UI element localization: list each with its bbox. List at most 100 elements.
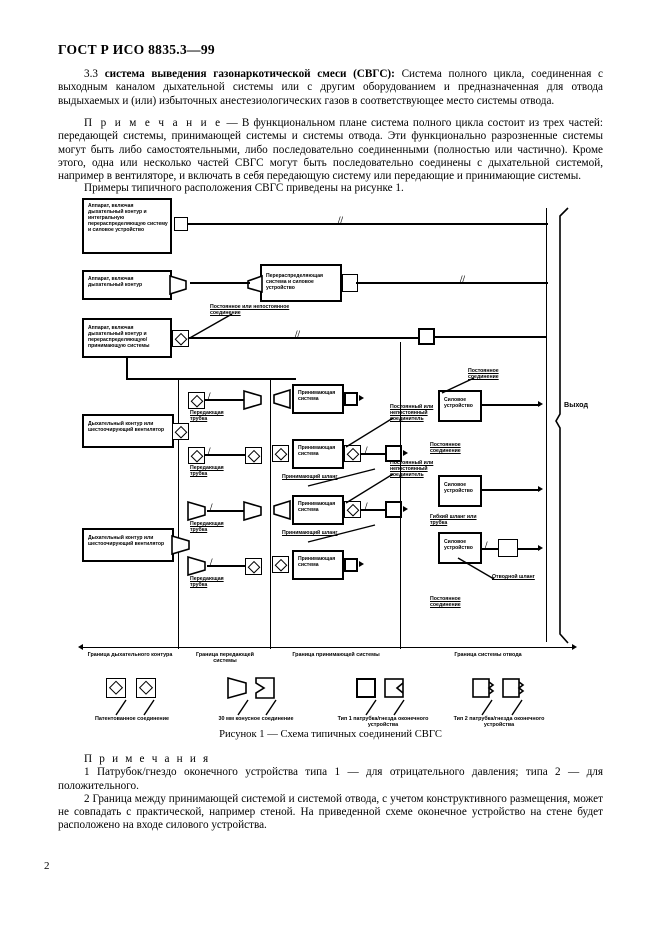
proprietary-connector-a1[interactable] [188,392,205,409]
line-row3 [189,337,419,340]
label-receiving-hose-1: Принимающий шланг [282,474,338,480]
line-a1 [205,399,225,401]
leader-r3-hose [307,524,376,543]
ruler-tick-1 [178,642,180,649]
proprietary-connector-b2[interactable] [245,447,262,464]
notes-title: П р и м е ч а н и я [84,753,211,765]
line-b1b [225,454,245,456]
block-label: Силовое устройство [444,539,473,551]
block-apparatus-circuit-1[interactable]: Аппарат, включая дыхательный контур [82,270,172,300]
boundary-label-disposal: Граница системы отвода [454,652,522,658]
legend-label-30mm-cone: 30 мм конусное соединение [218,716,294,722]
legend-terminal-type2-probe [472,678,495,698]
note-label: П р и м е ч а н и е [84,117,223,129]
block-delivery-power-unit[interactable]: Перераспределяющая система и силовое уст… [260,264,342,302]
proprietary-connector-row3[interactable] [172,330,189,347]
block-power-unit-2[interactable]: Силовое устройство [438,475,482,507]
arrow-r2 [403,450,408,456]
block-receiving-system-4[interactable]: Принимающая система [292,550,344,580]
break-r2: / [365,445,368,455]
label-connector-r2: Постоянный или непостоянный соединитель [390,404,434,422]
line-a1b [225,399,245,401]
cone-c1 [187,500,206,522]
block-breathing-circuit-2[interactable]: Дыхательный контур или шестоочирующий ве… [82,528,174,562]
proprietary-connector-d2[interactable] [245,558,262,575]
label-disposal-hose: Отводной шланг [492,574,535,580]
clause-definition: Система полного цикла, соединенная с вых… [58,68,604,107]
block-label: Дыхательный контур или шестоочирующий ве… [88,535,165,547]
boundary-line-delivery [270,380,272,642]
proprietary-connector-r2-out[interactable] [344,445,361,462]
leader-row3-connection [187,313,233,340]
cone-connector-row2-left [247,274,263,294]
terminal-unit-r1[interactable] [344,392,358,406]
boundary-label-breathing: Граница дыхательного контура [87,652,173,658]
block-label: Аппарат, включая дыхательный контур и ин… [88,203,168,233]
ruler-arrow-right [572,644,577,650]
notes-block: П р и м е ч а н и я 1 Патрубок/гнездо ок… [58,753,603,833]
legend-label-type2: Тип 2 патрубка/гнезда оконечного устройс… [453,716,545,729]
ruler-tick-3 [400,642,402,649]
line-c1 [207,510,227,512]
block-power-unit-1[interactable]: Силовое устройство [438,390,482,422]
label-connector-r3: Постоянный или непостоянный соединитель [390,460,434,478]
label-delivery-tube-4: Передающая трубка [190,576,224,588]
line-r2 [361,453,385,455]
block-apparatus-circuit-delivery[interactable]: Аппарат, включая дыхательный контур и пе… [82,318,172,358]
proprietary-connector-r2-in[interactable] [272,445,289,462]
terminal-unit-r2[interactable] [385,445,402,462]
legend-cone-female [255,677,275,699]
block-label: Силовое устройство [444,397,473,409]
examples-text: Примеры типичного расположения СВГС прив… [84,182,404,194]
block-label: Силовое устройство [444,482,473,494]
terminal-unit-row3[interactable] [418,328,435,345]
cone-connector-row2 [169,274,187,296]
block-label: Дыхательный контур или шестоочирующий ве… [88,421,165,433]
block-breathing-circuit-1[interactable]: Дыхательный контур или шестоочирующий ве… [82,414,174,448]
line-row2-a [190,282,250,285]
legend-terminal-type1-socket [384,678,404,698]
line-row3-b [435,336,547,339]
line-p3 [482,548,498,550]
proprietary-connector-r3-out[interactable] [344,501,361,518]
proprietary-connector-b1[interactable] [188,447,205,464]
break-mark-row2: // [460,274,466,284]
arrow-p3 [538,545,543,551]
label-permanent-connection-1: Постоянное соединение [468,368,499,380]
line-p2 [482,489,540,492]
legend-cone-male [227,676,247,700]
terminal-unit-r3[interactable] [385,501,402,518]
cone-r3-in [273,499,291,521]
terminal-unit-r4[interactable] [344,558,358,572]
clause-3-3: 3.3 система выведения газонаркотической … [58,68,603,108]
legend-terminal-type2-socket [502,678,525,698]
boundary-label-receiving: Граница принимающей системы [292,652,380,658]
terminal-socket-p3[interactable] [498,539,518,557]
label-output: Выход [564,400,589,409]
terminal-socket-type2[interactable] [174,217,188,231]
block-apparatus-integral[interactable]: Аппарат, включая дыхательный контур и ин… [82,198,172,254]
clause-number: 3.3 [84,68,98,80]
clause-term: система выведения газонаркотической смес… [104,68,395,80]
line-p1 [482,404,540,407]
line-b1 [205,454,225,456]
legend-leaders-4 [481,699,523,716]
cone-d1 [187,555,206,577]
leader-r3-connector [345,473,394,504]
proprietary-connector-r4-in[interactable] [272,556,289,573]
bracket-horizontal-b3 [126,378,296,380]
leader-p3-hose [457,557,495,580]
cone-row5 [171,534,190,556]
break-b1: / [208,446,211,456]
note-text: — В функциональном плане система полного… [58,117,604,183]
proprietary-connector-row4[interactable] [172,423,189,440]
note-item-1: 1 Патрубок/гнездо оконечного устройства … [58,766,603,792]
block-receiving-system-3[interactable]: Принимающая система [292,495,344,525]
leader-p1 [441,377,475,394]
line-r3 [361,509,385,511]
label-delivery-tube-3: Передающая трубка [190,521,224,533]
examples-line: Примеры типичного расположения СВГС прив… [58,182,603,195]
label-permanent-connection-3: Постоянное соединение [430,596,461,608]
block-receiving-system-2[interactable]: Принимающая система [292,439,344,469]
block-receiving-system-1[interactable]: Принимающая система [292,384,344,414]
